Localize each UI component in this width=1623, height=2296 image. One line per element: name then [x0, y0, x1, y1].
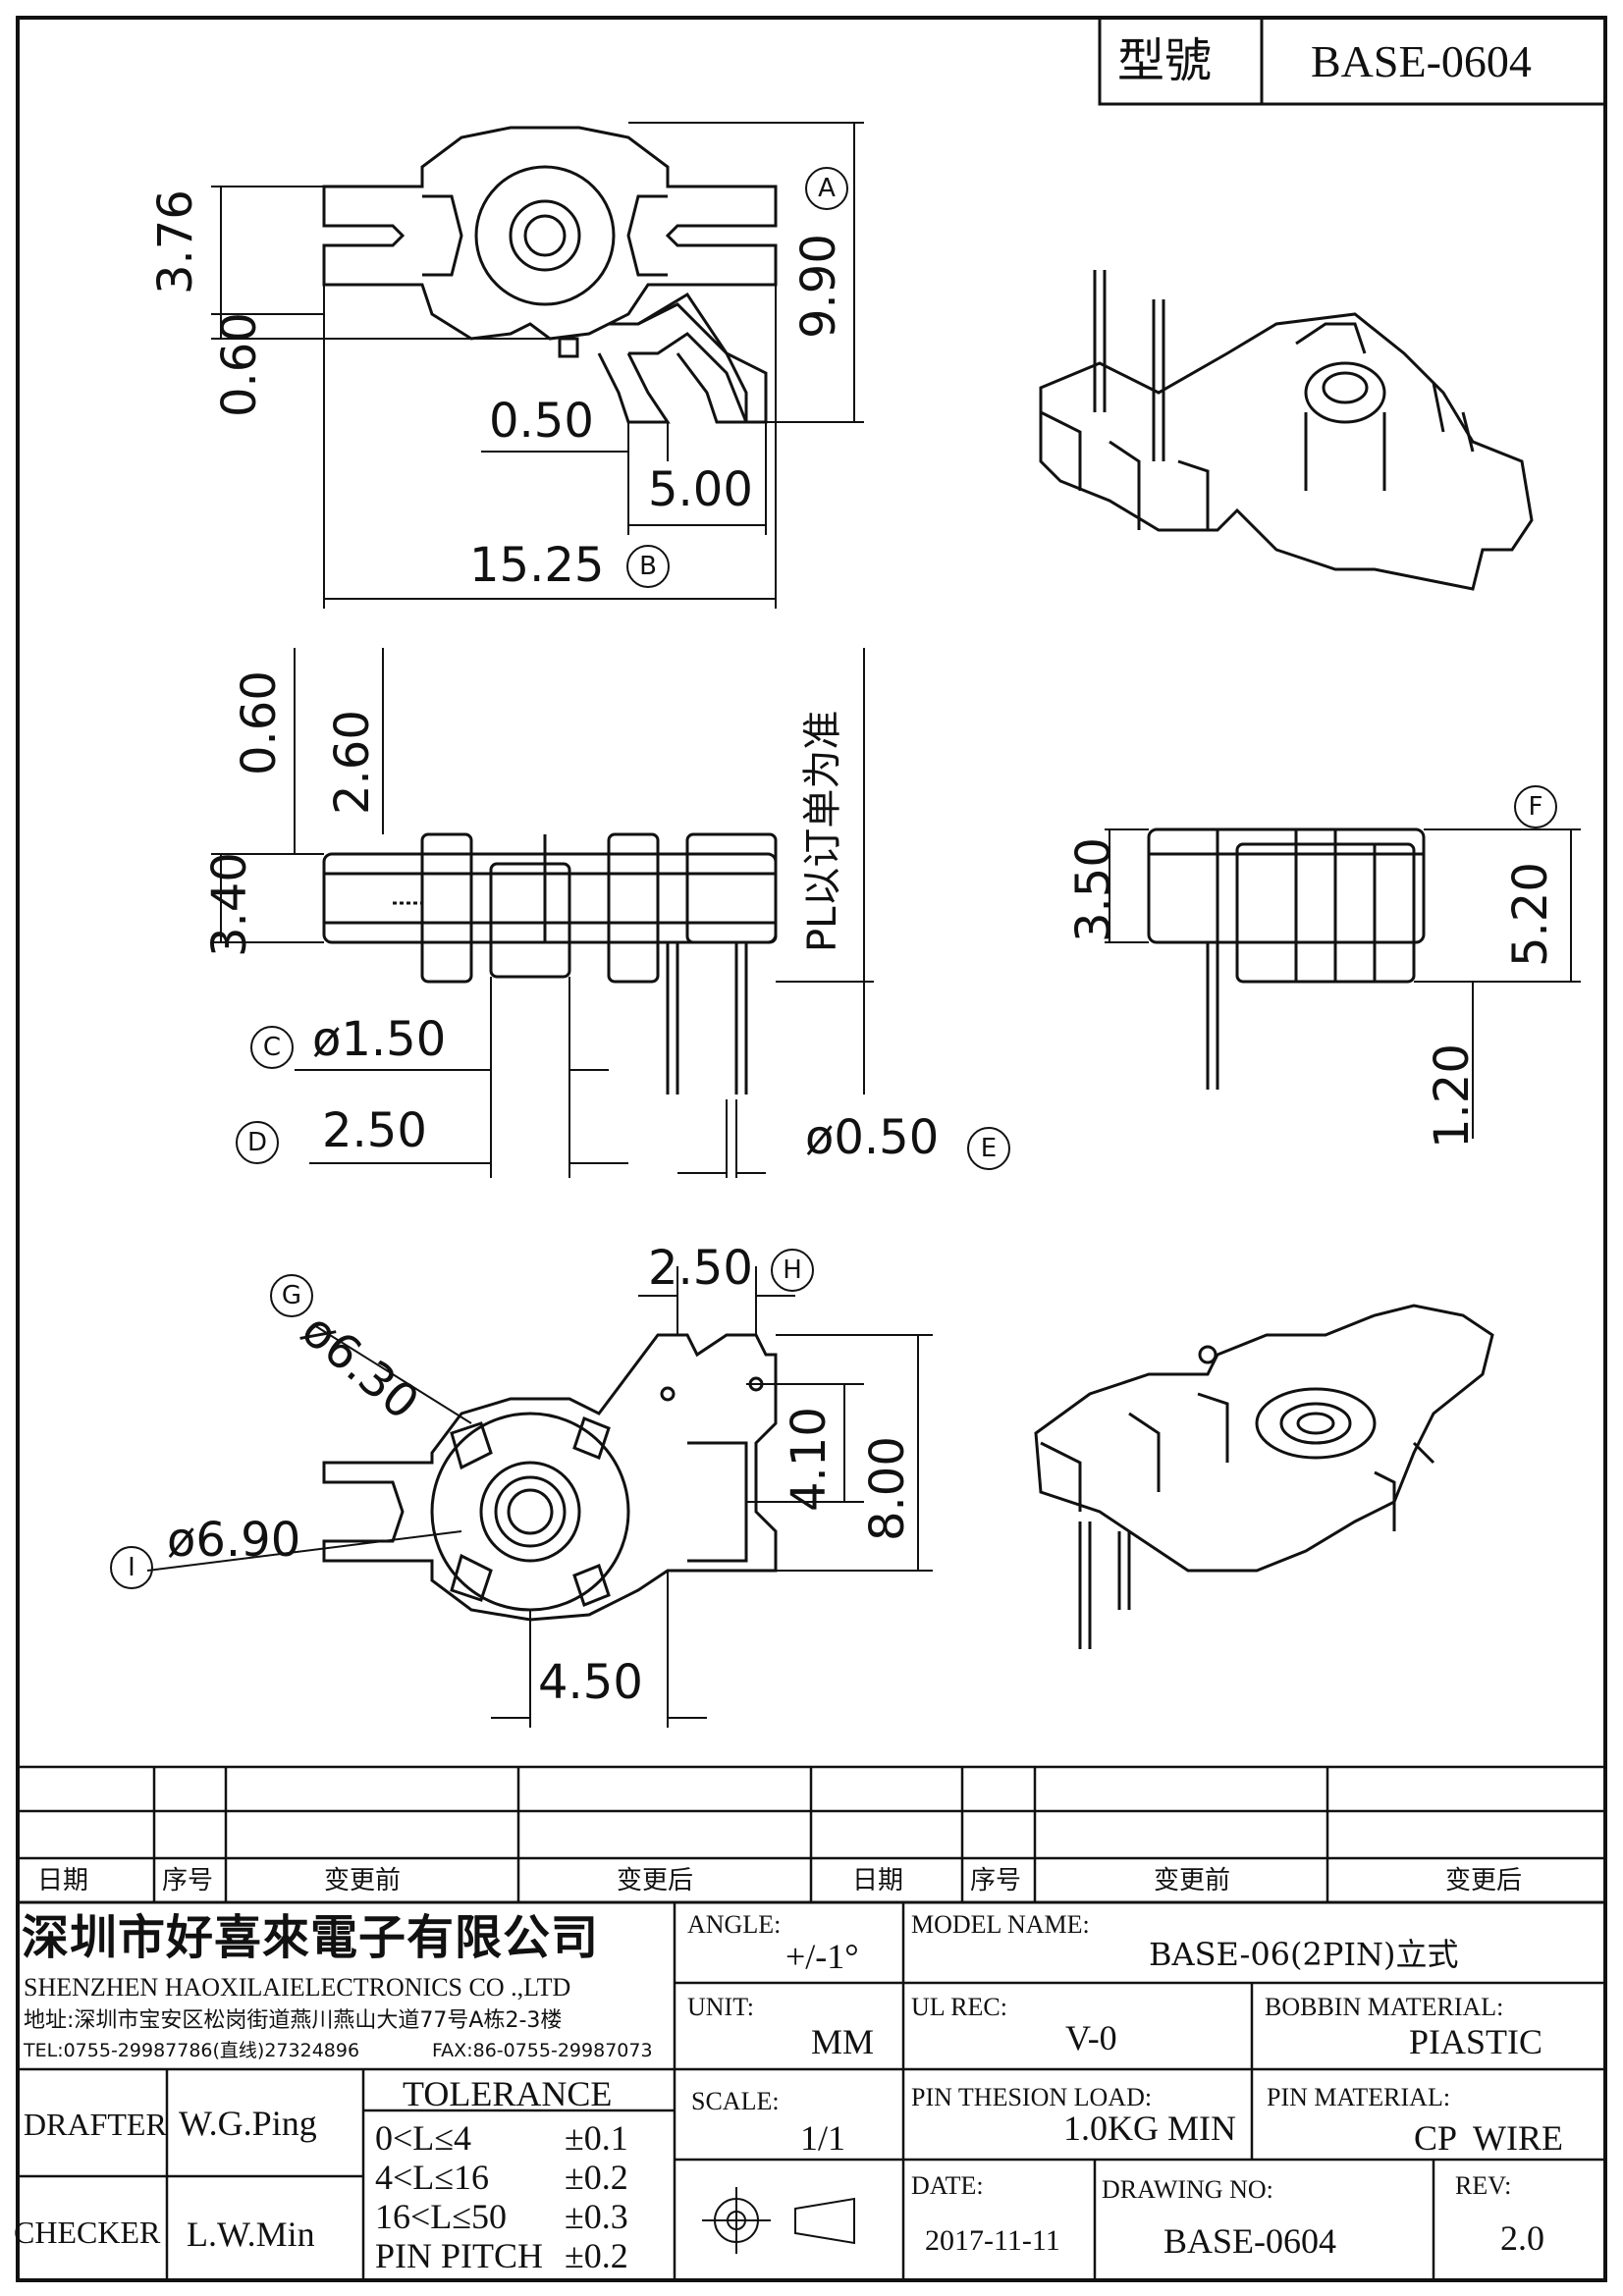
- dim-0-60-top: 0.60: [212, 312, 267, 417]
- company-name-en: SHENZHEN HAOXILAIELECTRONICS CO .,LTD: [24, 1973, 571, 2002]
- bobbin-value: PIASTIC: [1409, 2022, 1543, 2061]
- ul-value: V-0: [1065, 2018, 1117, 2057]
- dim-3-76: 3.76: [148, 189, 203, 294]
- rev-label: REV:: [1455, 2171, 1512, 2200]
- tolerance-range-2: 4<L≤16: [375, 2158, 490, 2197]
- dim-2-50-front: 2.50: [322, 1103, 427, 1158]
- dim-dia-0-50: ø0.50: [805, 1110, 940, 1165]
- tolerance-value-1: ±0.1: [565, 2118, 628, 2158]
- dim-2-60: 2.60: [325, 710, 380, 815]
- company-tel: TEL:0755-29987786(直线)27324896: [24, 2040, 360, 2061]
- drafter-value: W.G.Ping: [179, 2104, 317, 2143]
- model-label: 型號: [1117, 33, 1213, 88]
- pin-load-label: PIN THESION LOAD:: [911, 2083, 1153, 2111]
- iso-view-bottom: [1034, 1304, 1494, 1649]
- drawing-no-label: DRAWING NO:: [1102, 2175, 1273, 2204]
- marker-g: G: [270, 1274, 313, 1317]
- dim-3-40: 3.40: [202, 852, 257, 957]
- model-name-value: BASE-06(2PIN)立式: [1149, 1936, 1459, 1973]
- dim-0-60-front: 0.60: [232, 670, 287, 775]
- rev-header-date-1: 日期: [37, 1866, 89, 1896]
- dim-5-00: 5.00: [648, 462, 753, 517]
- dim-2-50-bottom: 2.50: [648, 1241, 753, 1296]
- pin-material-value: CP WIRE: [1414, 2118, 1564, 2158]
- dim-5-20: 5.20: [1503, 862, 1558, 967]
- dim-3-50: 3.50: [1066, 837, 1121, 942]
- tolerance-value-2: ±0.2: [565, 2158, 628, 2197]
- pl-note: PL以订单为准: [800, 710, 845, 952]
- rev-header-date-2: 日期: [852, 1866, 904, 1896]
- ul-label: UL REC:: [911, 1993, 1007, 2021]
- rev-header-before-1: 变更前: [324, 1866, 402, 1896]
- dim-4-50: 4.50: [538, 1655, 643, 1710]
- dim-0-50: 0.50: [489, 394, 594, 449]
- front-view: [322, 832, 778, 1095]
- iso-view-top: [1039, 270, 1534, 591]
- bobbin-label: BOBBIN MATERIAL:: [1265, 1993, 1504, 2021]
- rev-header-after-2: 变更后: [1445, 1866, 1523, 1896]
- rev-header-seq-1: 序号: [162, 1866, 214, 1896]
- rev-value: 2.0: [1500, 2218, 1544, 2258]
- checker-value: L.W.Min: [187, 2215, 315, 2254]
- angle-label: ANGLE:: [687, 1910, 782, 1939]
- dim-1-20: 1.20: [1425, 1043, 1480, 1148]
- dim-8-00: 8.00: [860, 1436, 915, 1541]
- marker-e: E: [967, 1127, 1010, 1170]
- rev-header-after-1: 变更后: [617, 1866, 694, 1896]
- pin-material-label: PIN MATERIAL:: [1267, 2083, 1451, 2111]
- drawing-no-value: BASE-0604: [1163, 2221, 1337, 2261]
- pin-load-value: 1.0KG MIN: [1063, 2109, 1236, 2148]
- dim-9-90: 9.90: [791, 234, 846, 339]
- drafter-label: DRAFTER: [24, 2107, 167, 2142]
- scale-label: SCALE:: [691, 2087, 780, 2115]
- tolerance-range-1: 0<L≤4: [375, 2118, 472, 2158]
- marker-i: I: [110, 1546, 153, 1589]
- rev-header-seq-2: 序号: [970, 1866, 1022, 1896]
- marker-d: D: [236, 1121, 279, 1164]
- dim-dia-6-90: ø6.90: [167, 1513, 301, 1568]
- tolerance-title: TOLERANCE: [403, 2074, 613, 2113]
- date-value: 2017-11-11: [925, 2224, 1060, 2257]
- rev-header-before-2: 变更前: [1154, 1866, 1231, 1896]
- tolerance-value-3: ±0.3: [565, 2197, 628, 2236]
- side-view: [1147, 828, 1426, 1090]
- unit-value: MM: [811, 2022, 875, 2061]
- model-title: BASE-0604: [1311, 36, 1532, 86]
- unit-label: UNIT:: [687, 1993, 755, 2021]
- angle-value: +/-1°: [785, 1937, 859, 1976]
- tolerance-range-3: 16<L≤50: [375, 2197, 508, 2236]
- marker-a: A: [805, 167, 848, 210]
- marker-h: H: [771, 1249, 814, 1292]
- date-label: DATE:: [911, 2171, 984, 2200]
- dim-4-10: 4.10: [782, 1407, 837, 1512]
- checker-label: CHECKER: [14, 2215, 161, 2250]
- projection-symbol: [702, 2187, 855, 2254]
- marker-c: C: [250, 1026, 294, 1069]
- scale-value: 1/1: [800, 2118, 846, 2158]
- dim-dia-1-50: ø1.50: [312, 1012, 447, 1067]
- dim-15-25: 15.25: [469, 538, 605, 593]
- tolerance-range-4: PIN PITCH: [375, 2236, 544, 2275]
- company-address: 地址:深圳市宝安区松岗街道燕川燕山大道77号A栋2-3楼: [24, 2008, 563, 2033]
- tolerance-value-4: ±0.2: [565, 2236, 628, 2275]
- marker-b: B: [626, 545, 670, 588]
- company-fax: FAX:86-0755-29987073: [432, 2040, 653, 2061]
- top-view: [322, 126, 778, 424]
- marker-f: F: [1514, 785, 1557, 828]
- company-name-cn: 深圳市好喜來電子有限公司: [22, 1910, 600, 1965]
- model-name-label: MODEL NAME:: [911, 1910, 1090, 1939]
